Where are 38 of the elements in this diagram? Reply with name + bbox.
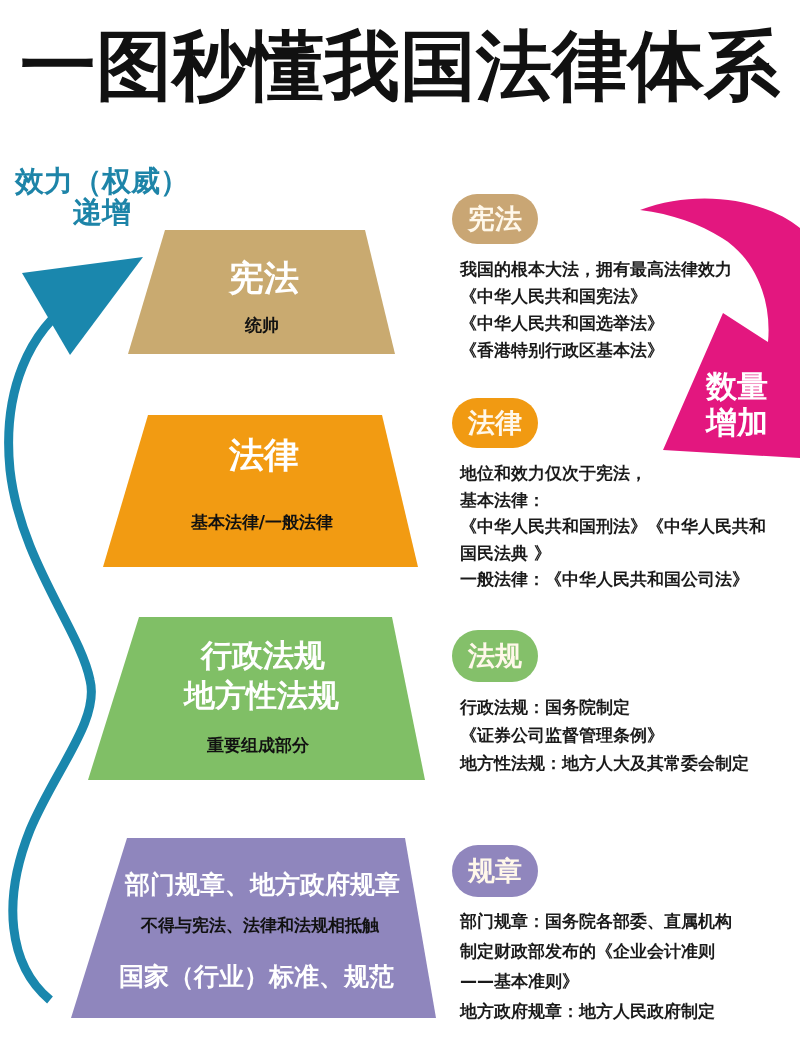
description-text: 《中华人民共和国选举法》 [460,312,665,335]
description-text: 《中华人民共和国宪法》 [460,285,648,308]
tier-title: 部门规章、地方政府规章 [125,869,401,901]
pyramid-tier [88,617,425,780]
category-label: 宪法 [468,203,522,235]
category-badge [452,398,538,448]
arrow-label: 效力（权威）递增 [13,166,190,228]
category-label: 规章 [468,855,522,887]
tier-note: 基本法律/一般法律 [190,512,333,532]
description-text: 地位和效力仅次于宪法， [460,462,648,485]
category-badge [452,845,538,897]
description-text: 《证券公司监督管理条例》 [460,724,665,747]
arrow-label: 数量增加 [705,368,769,440]
description-text: 我国的根本大法，拥有最高法律效力 [460,258,733,281]
category-badge [452,630,538,682]
tier-title: 国家（行业）标准、规范 [118,961,394,993]
tier-note: 不得与宪法、法律和法规相抵触 [140,914,379,936]
tier-title: 行政法规 [201,637,326,674]
tier-title: 地方性法规 [183,677,339,714]
description-text: 行政法规：国务院制定 [460,696,631,719]
description-text: 地方性法规：地方人大及其常委会制定 [460,752,750,775]
category-label: 法规 [468,640,522,672]
category-label: 法律 [468,407,522,439]
pyramid-tier [128,230,395,354]
pyramid-tier [71,838,436,1018]
category-badge [452,194,538,244]
description-text: 基本法律： [460,488,546,512]
tier-title: 宪法 [228,257,299,299]
tier-title: 法律 [228,434,299,476]
description-text: 一般法律：《中华人民共和国公司法》 [460,568,750,591]
description-text: 地方政府规章：地方人民政府制定 [460,1000,716,1023]
description-text: 《中华人民共和国刑法》《中华人民共和国民法典 》 [460,515,767,565]
description-text: 部门规章：国务院各部委、直属机构制定财政部发布的《企业会计准则——基本准则》 [460,910,733,993]
pyramid-tier [103,415,418,567]
tier-note: 重要组成部分 [207,735,310,755]
page-title: 一图秒懂我国法律体系 [20,20,780,112]
description-text: 《香港特别行政区基本法》 [460,339,665,362]
tier-note: 统帅 [245,315,280,335]
